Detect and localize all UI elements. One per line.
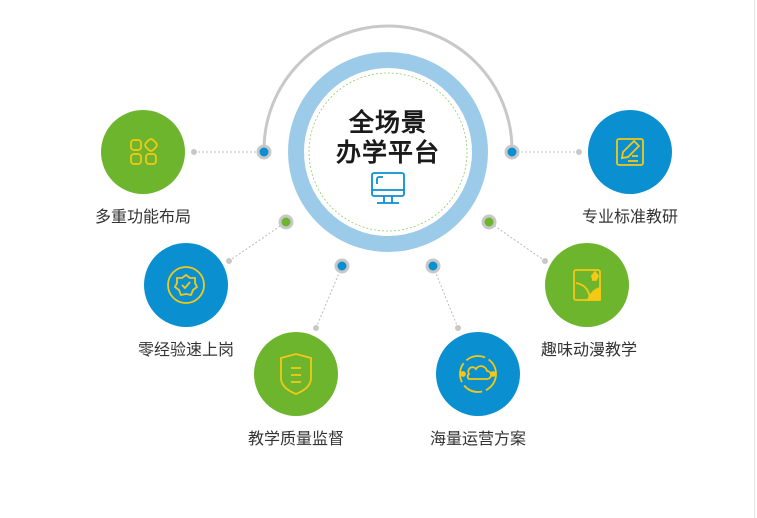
shield-list-icon xyxy=(280,353,312,395)
edit-document-icon xyxy=(616,138,644,166)
center-title-line2: 办学平台 xyxy=(335,138,441,167)
feature-label: 教学质量监督 xyxy=(247,429,345,448)
feature-label: 多重功能布局 xyxy=(94,207,192,226)
feature-circle-research xyxy=(588,110,672,194)
center-title-line1: 全场景 xyxy=(348,108,428,137)
connector-lines xyxy=(194,151,579,329)
monitor-icon xyxy=(371,172,405,204)
feature-label: 零经验速上岗 xyxy=(137,340,235,359)
feature-circle-animation xyxy=(545,243,629,327)
feature-circle-multi-function xyxy=(101,110,185,194)
feature-label: 专业标准教研 xyxy=(581,207,679,226)
cloud-cycle-icon xyxy=(459,355,497,393)
animation-icon xyxy=(573,269,601,301)
feature-circle-zero-experience xyxy=(144,243,228,327)
page-edge-divider xyxy=(754,0,755,518)
center-ring xyxy=(288,52,488,252)
center-dashed-ring xyxy=(308,72,468,232)
connector-end-dots xyxy=(191,149,582,331)
connector-arc xyxy=(262,24,514,151)
feature-circle-quality xyxy=(254,332,338,416)
feature-label: 海量运营方案 xyxy=(429,429,527,448)
apps-grid-icon xyxy=(130,138,158,165)
feature-circle-operations xyxy=(436,332,520,416)
arc-nodes xyxy=(256,144,520,274)
feature-label: 趣味动漫教学 xyxy=(540,340,638,359)
badge-check-icon xyxy=(167,266,205,304)
